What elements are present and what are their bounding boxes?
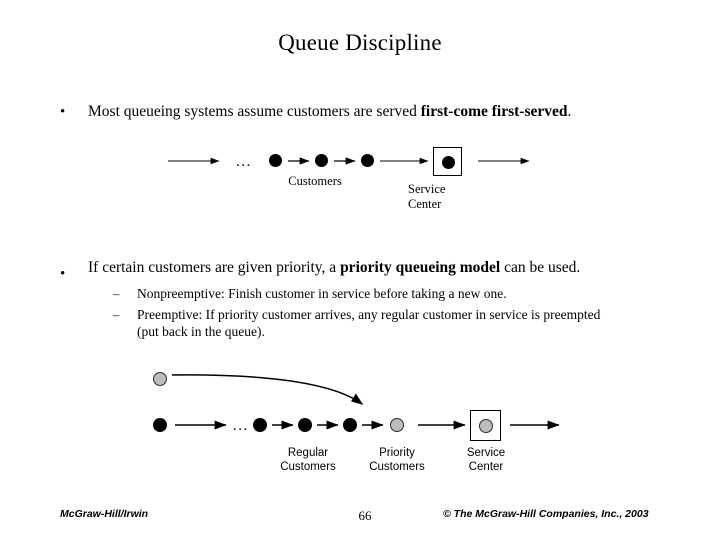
service-center-box [433,147,462,176]
bullet-1-part-after: . [567,103,572,120]
bullet-marker-1: • [60,104,66,120]
footer-page-number: 66 [358,508,372,523]
sub-bullet-marker-1: – [113,286,120,301]
customer-dot-1 [269,154,282,167]
diagram-fcfs-ellipsis: ... [236,154,252,170]
priority-customer-dot [390,418,404,432]
diagram-fcfs-label-service-center: Service Center [408,182,446,211]
regular-customer-dot-2 [253,418,267,432]
diagram-fcfs-label-customers: Customers [288,174,342,188]
bullet-1-part-before: Most queueing systems assume customers a… [88,103,421,120]
bullet-2-part-before: If certain customers are given priority,… [88,259,341,276]
bullet-2-part-after: can be used. [500,259,581,276]
regular-customer-dot-1 [153,418,167,432]
footer-publisher: McGraw-Hill/Irwin [60,508,149,520]
bullet-text-2: If certain customers are given priority,… [88,259,580,277]
bullet-text-1: Most queueing systems assume customers a… [88,103,571,121]
diagram-priority-label-service-center: Service Center [466,447,506,473]
diagram-priority-ellipsis: ... [233,418,249,434]
sub-bullet-text-2: Preemptive: If priority customer arrives… [137,307,601,339]
footer-copyright: © The McGraw-Hill Companies, Inc., 2003 [443,508,649,520]
regular-customer-dot-3 [298,418,312,432]
page-title: Queue Discipline [278,30,442,55]
bullet-2-part-bold: priority queueing model [340,259,501,276]
diagram-priority-label-priority: Priority Customers [369,447,425,473]
priority-service-center-dot [479,419,493,433]
priority-service-center-box [470,410,501,441]
bullet-marker-2: • [60,266,66,282]
sub-bullet-marker-2: – [113,307,120,322]
customer-dot-2 [315,154,328,167]
sub-bullet-text-1: Nonpreemptive: Finish customer in servic… [137,286,507,301]
regular-customer-dot-4 [343,418,357,432]
customer-dot-3 [361,154,374,167]
service-center-dot [442,156,455,169]
priority-arrival-dot [153,372,167,386]
diagram-priority-label-regular: Regular Customers [280,447,336,473]
bullet-1-part-bold: first-come first-served [420,103,568,120]
